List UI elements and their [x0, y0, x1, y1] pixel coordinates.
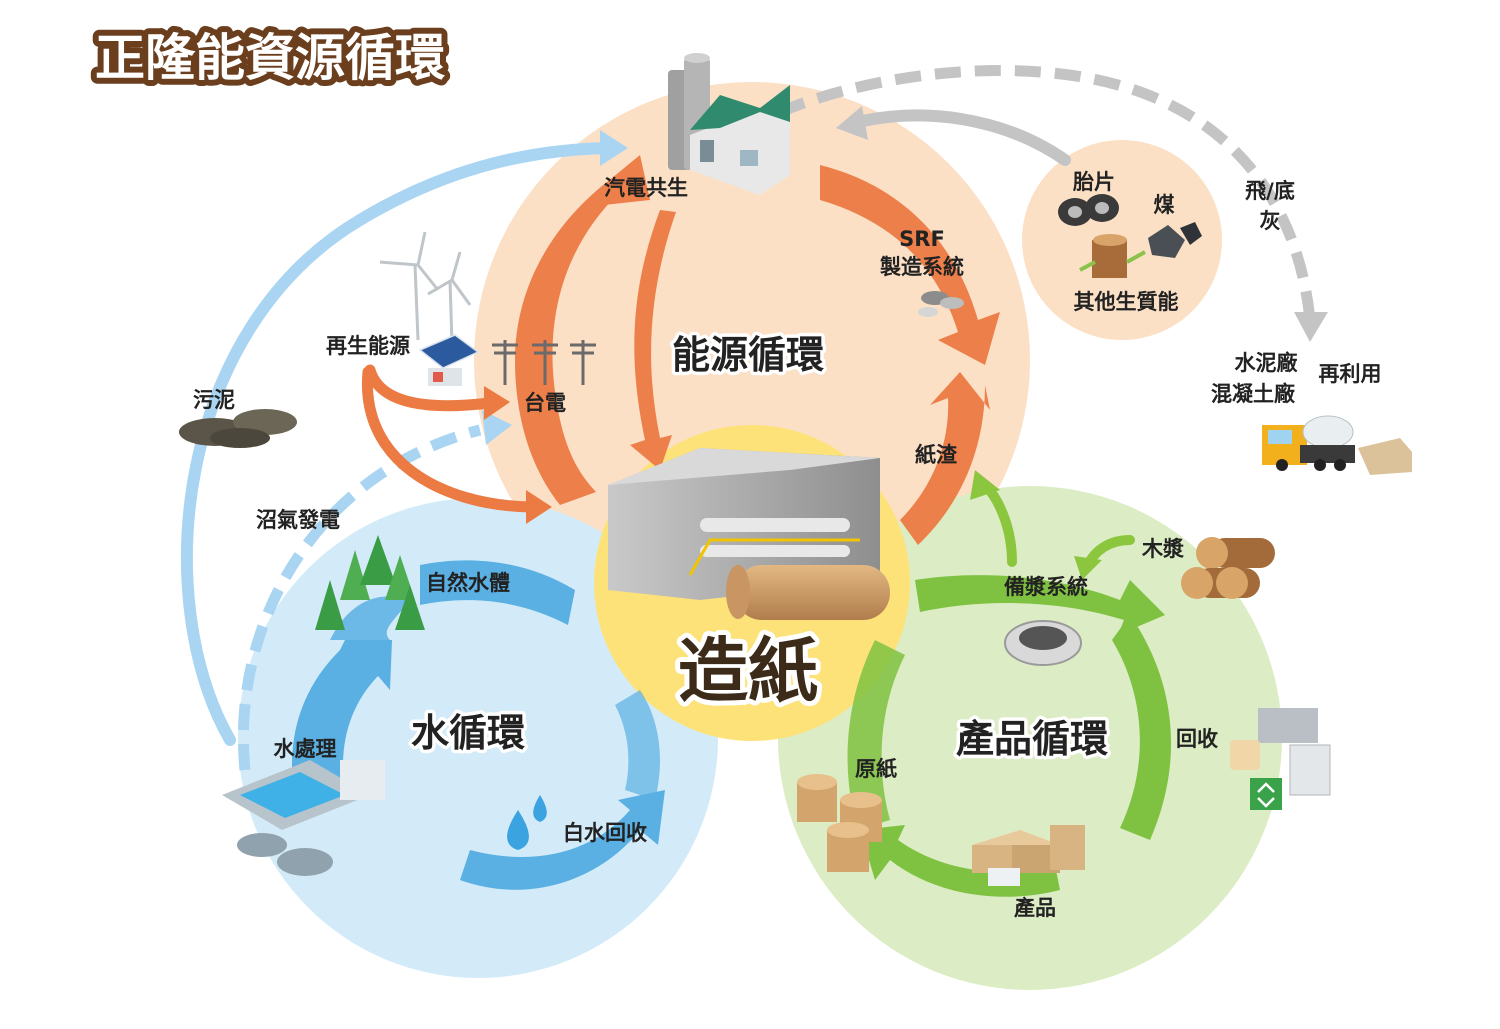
wood-logs-icon	[1181, 537, 1275, 599]
paper-roll-icon	[797, 774, 882, 872]
water-plant-icon	[222, 760, 385, 876]
pulping-to-residue-arrow	[970, 470, 1017, 567]
solar-panel-icon	[418, 334, 480, 386]
forest-icon	[315, 535, 425, 640]
fuel-to-cogeneration-arrow	[836, 106, 1071, 166]
renewable-arrows	[361, 364, 552, 524]
label-pulping: 備漿系統	[1004, 575, 1088, 599]
label-grid: 台電	[524, 391, 566, 415]
main-title: 正隆能資源循環	[95, 29, 445, 87]
label-natural-water: 自然水體	[426, 571, 510, 595]
center-label: 造紙	[678, 630, 818, 712]
power-plant-icon	[668, 53, 790, 195]
energy-ring-title: 能源循環	[672, 333, 824, 377]
energy-cycle-arrows	[515, 155, 1000, 545]
recycle-symbol-icon	[1250, 778, 1282, 810]
label-cogeneration: 汽電共生	[604, 176, 688, 200]
label-water-treatment: 水處理	[274, 737, 337, 761]
power-pole-icon	[492, 340, 596, 385]
biogas-dashed-arrow	[237, 410, 512, 771]
srf-pellets-icon	[918, 291, 964, 317]
label-srf-1: SRF	[899, 227, 945, 251]
label-srf-2: 製造系統	[879, 255, 964, 279]
tire-icon	[1058, 194, 1119, 226]
label-biomass: 其他生質能	[1074, 290, 1179, 314]
product-ring-title: 產品循環	[956, 717, 1108, 761]
label-tire-chips: 胎片	[1073, 170, 1115, 194]
label-sludge: 污泥	[193, 388, 235, 412]
label-paper-residue: 紙渣	[915, 443, 958, 467]
label-cement-2: 混凝土廠	[1211, 382, 1296, 406]
pulper-icon	[1004, 620, 1082, 666]
label-wood-pulp: 木漿	[1141, 537, 1185, 561]
sludge-pile-icon	[179, 409, 297, 448]
label-coal: 煤	[1154, 193, 1175, 217]
tree-stump-icon	[1079, 234, 1146, 278]
label-ash-1: 飛/底	[1245, 179, 1295, 203]
mixer-truck-icon	[1262, 415, 1412, 475]
product-boxes-icon	[972, 825, 1085, 886]
wind-turbine-icon	[379, 231, 472, 346]
label-ash-2: 灰	[1260, 209, 1281, 233]
water-ring-title: 水循環	[411, 711, 525, 755]
label-renewable: 再生能源	[326, 334, 410, 358]
label-base-paper: 原紙	[855, 757, 897, 781]
paper-machine-icon	[608, 448, 890, 620]
water-cycle-arrows	[292, 560, 665, 890]
label-products: 產品	[1014, 896, 1056, 920]
wood-pulp-arrow	[1074, 535, 1135, 580]
coal-icon	[1148, 222, 1202, 258]
label-cement-1: 水泥廠	[1235, 351, 1299, 375]
label-white-water: 白水回收	[563, 821, 647, 845]
label-reuse: 再利用	[1319, 362, 1382, 386]
sludge-to-cogeneration-arrow	[180, 130, 628, 746]
label-recycle: 回收	[1176, 727, 1218, 751]
water-drop-icon	[507, 795, 547, 850]
ash-dashed-arrow	[777, 65, 1328, 342]
label-biogas: 沼氣發電	[256, 508, 340, 532]
